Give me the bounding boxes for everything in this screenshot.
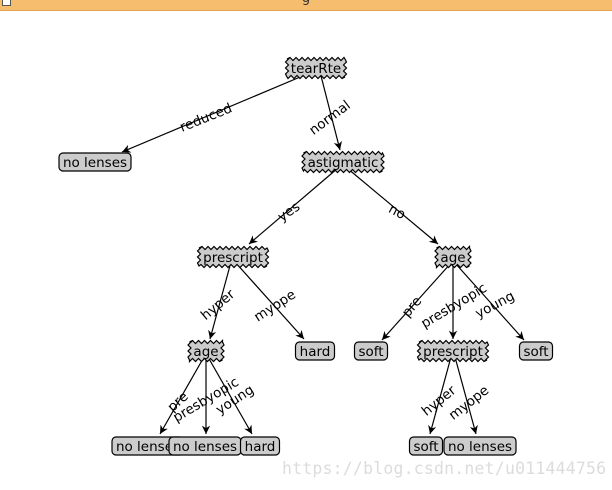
window-titlebar: g <box>0 0 612 11</box>
edge-arrow-tearRte-to-astigmatic <box>319 71 342 151</box>
window-app-icon <box>2 0 11 6</box>
edge-arrow-age-2-to-hard-2 <box>207 356 253 435</box>
node-label: age <box>193 344 218 360</box>
edge-label: hyper <box>198 286 238 324</box>
node-label: astigmatic <box>308 155 379 171</box>
decision-box <box>284 56 348 80</box>
edge-label: reduced <box>178 100 235 135</box>
edge-arrow-astigmatic-to-prescript-1 <box>248 167 339 245</box>
edge-arrow-age-2-to-nolenses-2 <box>159 356 205 435</box>
leaf-node-nolenses-2: no lenses <box>111 436 185 456</box>
leaf-node-soft-1: soft <box>353 341 389 361</box>
leaf-box <box>239 436 281 456</box>
leaf-box <box>294 341 336 361</box>
leaf-box <box>408 436 444 456</box>
node-label: tearRte <box>291 61 341 77</box>
leaf-node-hard-1: hard <box>294 341 336 361</box>
node-label: no lenses <box>116 439 180 455</box>
node-label: prescript <box>423 344 483 360</box>
node-label: soft <box>358 344 383 360</box>
decision-box <box>434 245 472 269</box>
node-label: prescript <box>203 250 263 266</box>
decision-node-tearRte: tearRte <box>284 56 348 80</box>
decision-node-astigmatic: astigmatic <box>301 150 385 174</box>
edge-arrow-tearRte-to-nolenses-1 <box>121 71 313 153</box>
edge-arrow-astigmatic-to-age-1 <box>346 167 439 245</box>
leaf-box <box>353 341 389 361</box>
edge-arrow-age-1-to-soft-2 <box>454 262 525 341</box>
node-label: no lenses <box>448 439 512 455</box>
edge-arrow-prescript-2-to-nolenses-4 <box>454 356 478 435</box>
watermark-text: https://blog.csdn.net/u011444756 <box>282 459 607 478</box>
edge-arrow-age-1-to-soft-1 <box>381 262 452 341</box>
node-label: no lenses <box>63 155 127 171</box>
leaf-node-soft-2: soft <box>518 341 554 361</box>
node-label: no lenses <box>173 439 237 455</box>
leaf-node-soft-3: soft <box>408 436 444 456</box>
edge-arrow-prescript-2-to-soft-3 <box>428 356 452 435</box>
decision-box <box>416 339 490 363</box>
decision-box <box>196 245 270 269</box>
edge-arrow-prescript-1-to-hard-1 <box>234 261 305 340</box>
leaf-box <box>58 152 132 172</box>
leaf-box <box>518 341 554 361</box>
edge-label: myope <box>251 287 299 326</box>
edge-label: normal <box>306 97 353 138</box>
decision-node-age-1: age <box>434 245 472 269</box>
leaf-node-hard-2: hard <box>239 436 281 456</box>
window-title: g <box>0 0 612 7</box>
decision-box <box>187 339 225 363</box>
node-label: soft <box>523 344 548 360</box>
decision-node-age-2: age <box>187 339 225 363</box>
edge-label: no <box>386 201 408 223</box>
node-label: hard <box>245 439 276 455</box>
decision-box <box>301 150 385 174</box>
decision-node-prescript-1: prescript <box>196 245 270 269</box>
leaf-node-nolenses-1: no lenses <box>58 152 132 172</box>
edge-arrow-prescript-1-to-age-2 <box>208 261 232 340</box>
node-label: age <box>440 250 465 266</box>
node-label: hard <box>300 344 331 360</box>
decision-node-prescript-2: prescript <box>416 339 490 363</box>
leaf-box <box>443 436 517 456</box>
leaf-node-nolenses-3: no lenses <box>168 436 242 456</box>
leaf-node-nolenses-4: no lenses <box>443 436 517 456</box>
node-label: soft <box>413 439 438 455</box>
nodes-layer: tearRte no lenses astigmatic prescript age ag… <box>58 56 554 456</box>
edge-label: yes <box>275 199 303 225</box>
